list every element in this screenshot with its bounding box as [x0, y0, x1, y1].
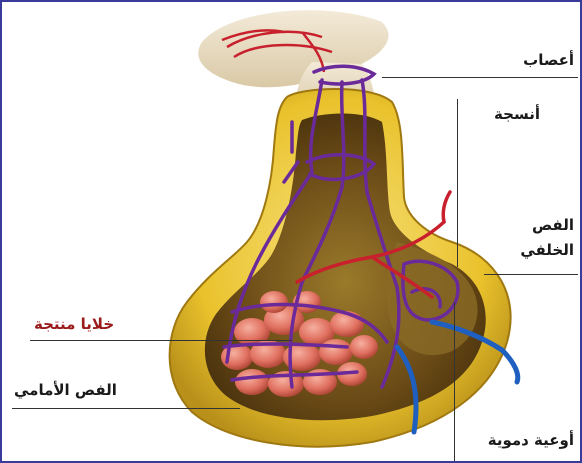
leader-line-secreting-cells: [30, 340, 292, 341]
leader-line-posterior-lobe: [484, 274, 578, 275]
label-posterior-lobe-line2: الخلفي: [520, 240, 574, 260]
leader-line-tissues: [457, 99, 458, 267]
leader-line-anterior-lobe: [12, 408, 240, 409]
label-tissues: أنسجة: [494, 104, 540, 124]
label-nerves: أعصاب: [523, 50, 574, 70]
label-secreting-cells: خلايا منتجة: [34, 314, 114, 334]
leader-line-blood-vessels: [454, 302, 455, 461]
leader-line-nerves: [382, 77, 578, 78]
label-anterior-lobe: الفص الأمامي: [14, 380, 117, 400]
label-posterior-lobe-line1: الفص: [532, 215, 574, 235]
label-blood-vessels: أوعية دموية: [488, 430, 574, 450]
